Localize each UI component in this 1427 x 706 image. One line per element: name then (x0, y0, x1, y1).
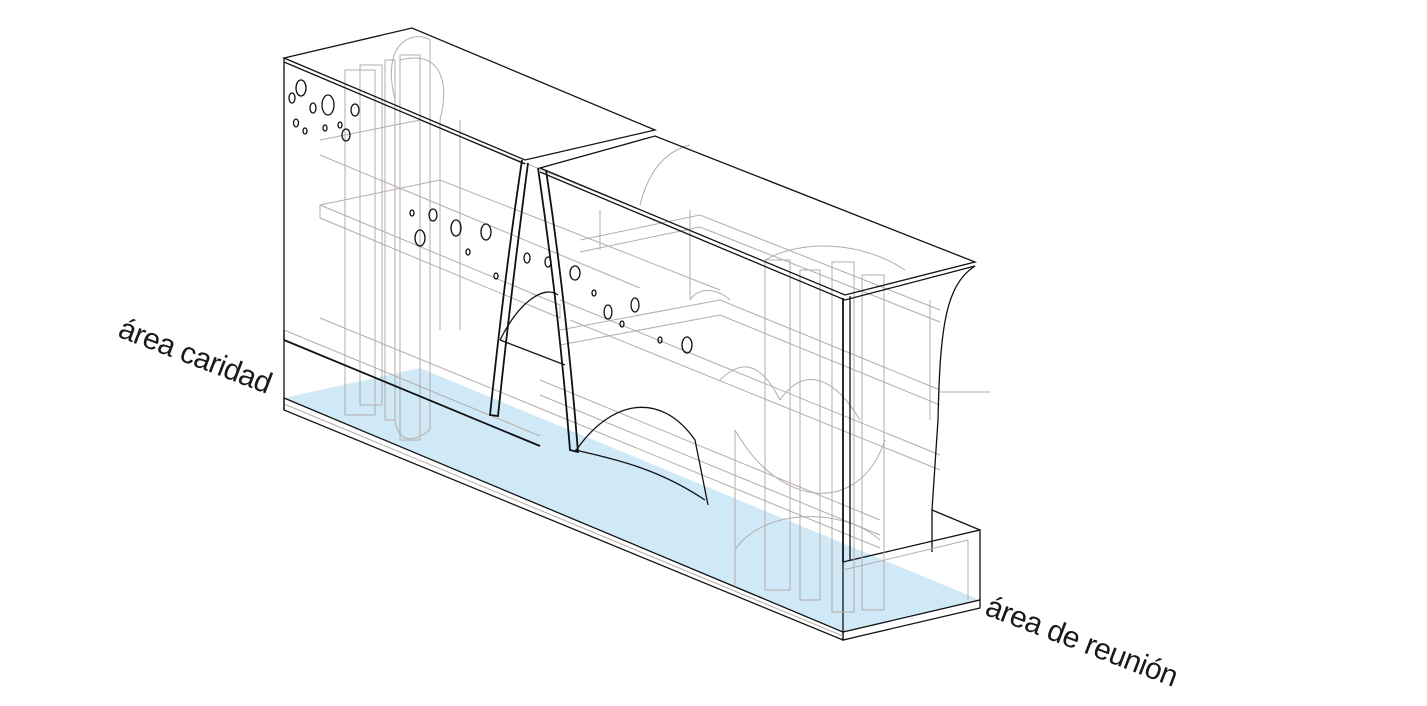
wall-openings (288, 79, 693, 354)
building-outline (281, 27, 978, 562)
